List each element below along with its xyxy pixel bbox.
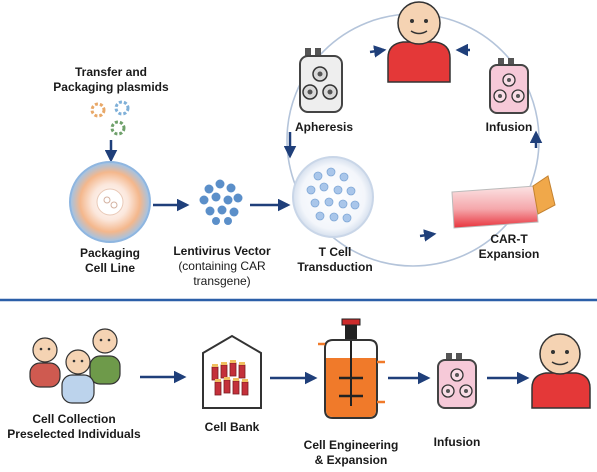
packaging-cell-icon [69,161,151,243]
packaging-cell-line-label: Packaging Cell Line [79,246,141,275]
infusion-bag-icon [489,58,529,114]
arrow-icon [369,45,387,58]
infusion-label-bottom: Infusion [433,435,481,449]
apheresis-label: Apheresis [294,120,354,134]
cell-engineering-label: Cell Engineering & Expansion [303,438,399,467]
infusion-label-top: Infusion [485,120,533,134]
arrow-icon [419,229,437,242]
cell-bank-icon [202,334,262,409]
patient-icon [531,333,591,409]
lentivirus-particles-icon [199,179,243,225]
car-t-expansion-label: CAR-T Expansion [478,232,540,261]
cell-collection-label: Cell Collection Preselected Individuals [7,412,141,441]
culture-flask-icon [451,175,556,229]
cell-bank-label: Cell Bank [204,420,260,434]
donors-icon [29,328,121,404]
plasmid-icon [90,100,130,136]
plasmids-label: Transfer and Packaging plasmids [53,65,169,94]
lentivirus-vector-label: Lentivirus Vector (containing CAR transg… [173,244,271,288]
apheresis-bag-icon [299,48,343,113]
bioreactor-icon [318,318,385,419]
infusion-bag-icon [437,353,477,409]
t-cell-transduction-label: T Cell Transduction [297,245,373,274]
patient-icon [387,1,451,83]
t-cell-dish-icon [292,156,374,238]
